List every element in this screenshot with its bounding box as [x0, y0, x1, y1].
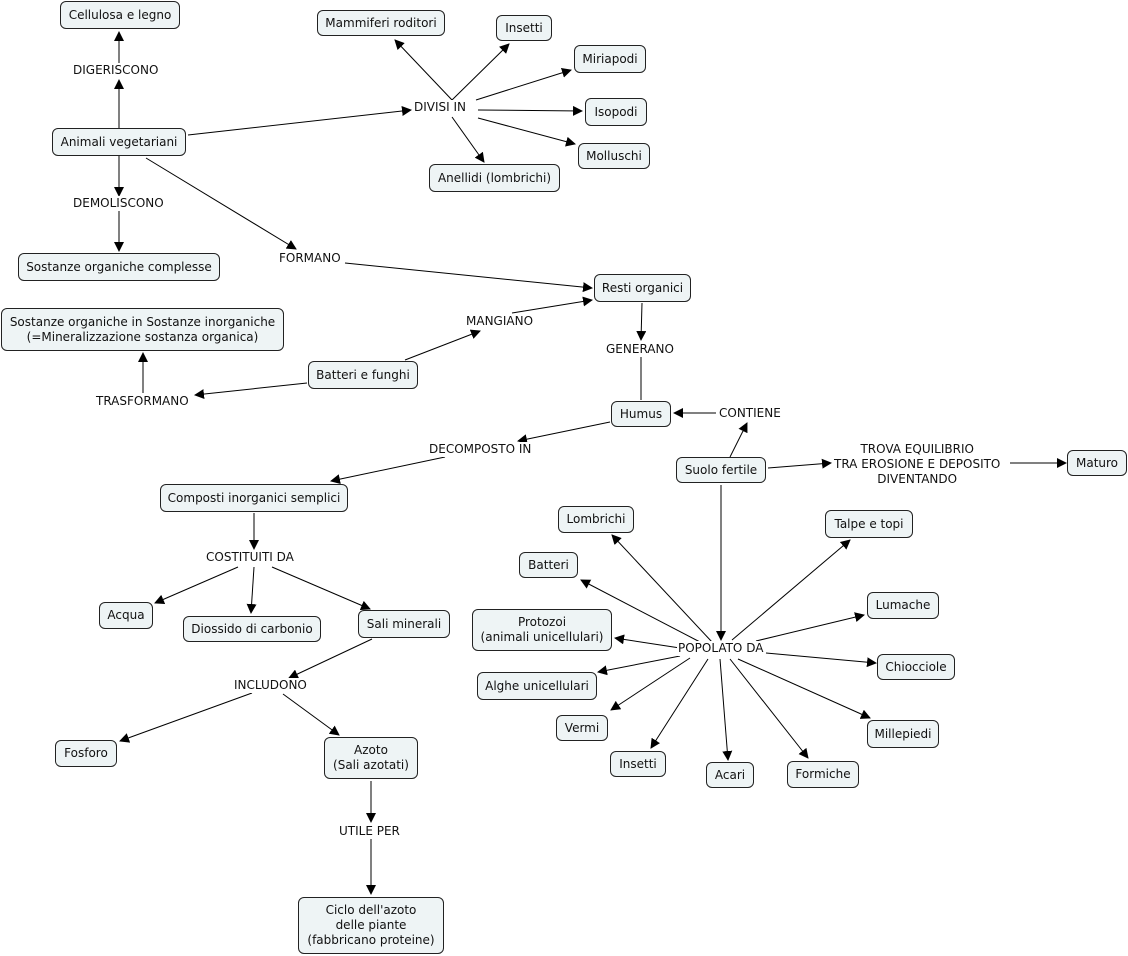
link-includono: INCLUDONO — [233, 678, 308, 693]
link-generano: GENERANO — [605, 342, 675, 357]
concept-lombrichi[interactable]: Lombrichi — [558, 506, 634, 533]
connector-line — [119, 692, 253, 743]
connector-line — [282, 693, 340, 736]
link-decomposto-in: DECOMPOSTO IN — [428, 442, 533, 457]
concept-acqua[interactable]: Acqua — [99, 602, 153, 629]
concept-sali-minerali[interactable]: Sali minerali — [358, 610, 450, 638]
concept-talpe-e-topi[interactable]: Talpe e topi — [825, 510, 913, 538]
connector-line — [636, 302, 647, 341]
connector-line — [154, 566, 239, 605]
concept-suolo-fertile[interactable]: Suolo fertile — [676, 457, 766, 483]
connector-line — [187, 106, 412, 136]
connector-line — [511, 296, 593, 314]
connector-line — [731, 539, 851, 641]
concept-mammiferi-roditori[interactable]: Mammiferi roditori — [317, 10, 445, 36]
concept-alghe-unicellulari[interactable]: Alghe unicellulari — [477, 672, 597, 700]
concept-maturo[interactable]: Maturo — [1067, 450, 1127, 476]
concept-resti-organici[interactable]: Resti organici — [594, 274, 691, 302]
connector-line — [719, 658, 733, 761]
concept-humus[interactable]: Humus — [611, 401, 671, 427]
connector-line — [330, 456, 446, 485]
concept-lumache[interactable]: Lumache — [867, 592, 939, 619]
link-divisi-in: DIVISI IN — [413, 100, 468, 115]
connector-line — [451, 43, 510, 101]
concept-diossido-di-carbonio[interactable]: Diossido di carbonio — [183, 616, 321, 642]
link-mangiano: MANGIANO — [465, 314, 535, 329]
connector-line — [271, 566, 371, 611]
concept-sostanze-inorganiche[interactable]: Sostanze organiche in Sostanze inorganic… — [1, 308, 284, 351]
connector-line — [737, 658, 871, 719]
concept-millepiedi[interactable]: Millepiedi — [867, 720, 939, 748]
connector-line — [394, 39, 453, 101]
concept-composti-inorganici[interactable]: Composti inorganici semplici — [160, 484, 348, 512]
connector-line — [288, 638, 373, 679]
concept-batteri[interactable]: Batteri — [519, 552, 578, 578]
connector-line — [580, 579, 701, 643]
connector-line — [614, 634, 681, 649]
concept-cellulosa-e-legno[interactable]: Cellulosa e legno — [60, 1, 180, 29]
connector-line — [729, 658, 809, 759]
concept-insetti-bottom[interactable]: Insetti — [610, 751, 666, 777]
concept-chiocciole[interactable]: Chiocciole — [877, 654, 955, 680]
concept-sostanze-organiche-complesse[interactable]: Sostanze organiche complesse — [18, 253, 220, 281]
concept-acari[interactable]: Acari — [706, 762, 754, 788]
connector-line — [477, 105, 583, 116]
connector-line — [145, 157, 297, 250]
link-demoliscono: DEMOLISCONO — [72, 196, 165, 211]
connector-line — [650, 658, 709, 749]
concept-isopodi[interactable]: Isopodi — [585, 98, 647, 126]
link-utile-per: UTILE PER — [338, 824, 401, 839]
connector-line — [451, 116, 485, 163]
concept-batteri-e-funghi[interactable]: Batteri e funghi — [308, 361, 418, 389]
concept-fosforo[interactable]: Fosforo — [55, 740, 117, 767]
concept-insetti-top[interactable]: Insetti — [496, 15, 552, 41]
concept-miriapodi[interactable]: Miriapodi — [574, 45, 646, 73]
link-formano: FORMANO — [278, 251, 342, 266]
connector-line — [767, 458, 832, 469]
connector-line — [517, 421, 611, 445]
concept-vermi[interactable]: Vermi — [556, 715, 608, 741]
connector-line — [344, 262, 593, 293]
concept-protozoi[interactable]: Protozoi(animali unicellulari) — [472, 609, 612, 651]
connector-line — [475, 67, 572, 101]
connector-line — [404, 329, 481, 361]
connector-line — [611, 534, 713, 643]
concept-anellidi[interactable]: Anellidi (lombrichi) — [429, 164, 560, 192]
link-contiene: CONTIENE — [718, 406, 782, 421]
connector-line — [610, 657, 691, 711]
connector-line — [765, 652, 877, 668]
connector-line — [246, 566, 257, 614]
concept-azoto[interactable]: Azoto(Sali azotati) — [324, 737, 418, 779]
concept-molluschi[interactable]: Molluschi — [578, 143, 650, 169]
link-popolato-da: POPOLATO DA — [677, 641, 765, 656]
link-costituiti-da: COSTITUITI DA — [205, 550, 295, 565]
concept-animali-vegetariani[interactable]: Animali vegetariani — [52, 128, 186, 156]
connector-line — [194, 382, 308, 400]
link-trasformano: TRASFORMANO — [95, 394, 190, 409]
connector-line — [755, 612, 865, 642]
connector-line — [729, 422, 748, 458]
connector-line — [477, 117, 576, 147]
connector-line — [597, 655, 681, 676]
link-digeriscono: DIGERISCONO — [72, 63, 160, 78]
concept-formiche[interactable]: Formiche — [787, 761, 859, 788]
